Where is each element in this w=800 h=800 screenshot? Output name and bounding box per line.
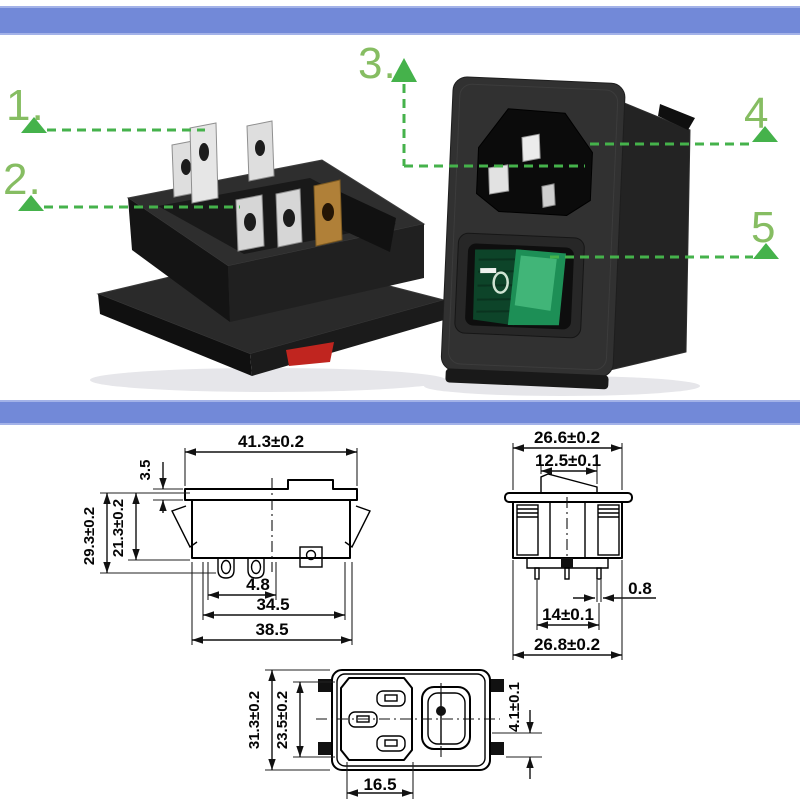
triangle-up-icon: [752, 126, 778, 142]
terminal-blade: [275, 188, 303, 248]
callout-overlay: [18, 58, 779, 259]
callout-label-2: 2.: [3, 155, 42, 204]
spade-terminals: [171, 120, 343, 252]
dim-base-width: 26.8±0.2: [534, 635, 600, 654]
inlet-pin: [541, 183, 556, 209]
dim-pin-thickness: 0.8: [628, 579, 652, 598]
drawing-front-view: 31.3±0.2 23.5±0.2 4.1±0.1 16.5: [246, 669, 542, 799]
part-outline: [504, 473, 633, 580]
triangle-up-icon: [18, 195, 44, 211]
photo-back-view: [90, 120, 446, 392]
dim-flange-thickness: 3.5: [137, 460, 154, 481]
bottom-lip: [445, 368, 609, 390]
dimensions: 31.3±0.2 23.5±0.2 4.1±0.1 16.5: [246, 669, 542, 799]
dim-inlet-width: 16.5: [363, 775, 396, 794]
terminal-blade: [246, 120, 275, 182]
dim-rocker-width: 12.5±0.1: [535, 451, 601, 470]
dim-top-width: 41.3±0.2: [238, 432, 304, 451]
dim-flange-width: 26.6±0.2: [534, 428, 600, 447]
drawing-switch-side-view: 26.6±0.2 12.5±0.1 0.8 14±0.1 26.8±0.2: [504, 428, 656, 660]
callout-label-5: 5: [751, 203, 777, 252]
triangle-up-icon: [391, 58, 417, 82]
dim-pin-pitch: 14±0.1: [542, 605, 594, 624]
callout-line-4: [590, 126, 778, 146]
dim-mid-width: 34.5: [256, 595, 289, 614]
drawing-side-view: 41.3±0.2 3.5 29.3±0.2 21.3±0.2 4.8 34.5: [81, 432, 371, 645]
part-outline: [171, 478, 371, 579]
photo-front-view: [424, 76, 700, 396]
dim-inner-height: 21.3±0.2: [110, 499, 127, 557]
green-rocker-switch: [454, 232, 585, 339]
dim-outer-height: 31.3±0.2: [246, 691, 263, 749]
triangle-up-icon: [21, 117, 47, 133]
photo-shadow: [90, 368, 446, 392]
dim-pin-offset: 4.1±0.1: [506, 682, 523, 732]
dimensions: 26.6±0.2 12.5±0.1 0.8 14±0.1 26.8±0.2: [512, 428, 656, 660]
module-side-panel: [609, 97, 695, 371]
iec-c14-inlet: [476, 108, 593, 216]
module-front-face: [440, 76, 626, 390]
callout-line-5: [550, 243, 779, 259]
callout-line-1: [21, 117, 205, 133]
dim-outer-height: 29.3±0.2: [81, 507, 98, 565]
rocker-off-mark: [492, 271, 509, 294]
dimension-drawings: 41.3±0.2 3.5 29.3±0.2 21.3±0.2 4.8 34.5: [81, 428, 656, 799]
dim-terminal-offset: 4.8: [246, 575, 270, 594]
dim-base-width: 38.5: [255, 620, 288, 639]
part-outline: [316, 669, 504, 771]
callout-label-3: 3.: [358, 39, 397, 88]
dim-inner-height: 23.5±0.2: [274, 691, 291, 749]
callout-line-2: [18, 195, 240, 211]
triangle-up-icon: [753, 243, 779, 259]
inlet-pin: [521, 133, 541, 163]
terminal-blade: [189, 122, 219, 204]
callout-label-1: 1.: [6, 81, 45, 130]
product-photos: [90, 76, 700, 396]
red-rocker-sliver: [286, 342, 334, 366]
rocker-on-mark: [480, 268, 497, 274]
dimensions: 41.3±0.2 3.5 29.3±0.2 21.3±0.2 4.8 34.5: [81, 432, 358, 645]
middle-divider-bar: [0, 400, 800, 425]
callout-line-3: [391, 58, 585, 168]
terminal-blade: [235, 194, 265, 252]
brass-terminal-blade: [313, 179, 343, 247]
callout-label-4: 4: [744, 89, 770, 138]
top-divider-bar: [0, 6, 800, 35]
